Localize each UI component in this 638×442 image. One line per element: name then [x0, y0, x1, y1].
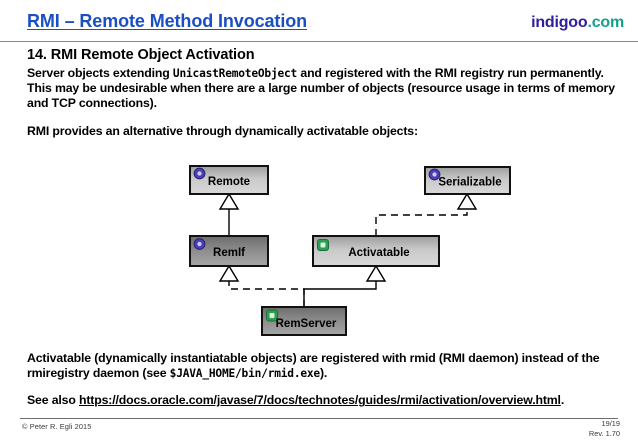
edge-remif-remote	[218, 192, 240, 236]
uml-class-diagram: Remote Serializable RemIf Activatable	[0, 158, 638, 348]
oracle-activation-docs-link[interactable]: https://docs.oracle.com/javase/7/docs/te…	[78, 393, 561, 408]
paragraph-5-prefix: See also	[27, 393, 79, 408]
uml-node-remserver[interactable]: RemServer	[261, 306, 347, 336]
code-java-home-rmid: $JAVA_HOME/bin/rmid.exe	[169, 367, 321, 381]
footer-page-number: 19/19	[601, 419, 621, 428]
paragraph-5: See also https://docs.oracle.com/javase/…	[27, 393, 619, 408]
uml-node-remserver-label: RemServer	[276, 318, 337, 330]
uml-node-remote[interactable]: Remote	[189, 165, 269, 195]
spacer-2	[27, 381, 619, 393]
paragraph-3: RMI provides an alternative through dyna…	[27, 123, 418, 138]
paragraph-1-text-b: and registered with the RMI registry run…	[297, 66, 604, 80]
brand-tld: com	[591, 14, 625, 31]
edge-activatable-serializable	[375, 192, 478, 236]
footer-revision: Rev. 1.70	[588, 428, 620, 438]
edge-remserver-remif	[218, 264, 305, 307]
brand-dot: .	[587, 14, 592, 31]
paragraph-2: This may be undesirable when there are a…	[27, 81, 615, 111]
slide-body-lower: Activatable (dynamically instantiatable …	[27, 351, 619, 409]
uml-node-activatable[interactable]: Activatable	[312, 235, 440, 267]
paragraph-1-text-a: Server objects extending	[27, 66, 173, 80]
footer-copyright: © Peter R. Egli 2015	[22, 422, 92, 431]
paragraph-1: Server objects extending UnicastRemoteOb…	[27, 66, 619, 81]
footer-meta: 19/19 Rev. 1.70	[589, 419, 620, 438]
page-title: RMI – Remote Method Invocation	[27, 11, 308, 31]
uml-node-serializable-label: Serializable	[438, 177, 501, 189]
paragraph-5-suffix: .	[560, 393, 565, 408]
paragraph-4-text-b: ).	[319, 366, 328, 381]
section-title: 14. RMI Remote Object Activation	[27, 47, 255, 63]
uml-node-activatable-label: Activatable	[348, 247, 409, 259]
brand-name: indigoo	[531, 14, 588, 31]
uml-node-serializable[interactable]: Serializable	[424, 166, 511, 195]
paragraph-4: Activatable (dynamically instantiatable …	[27, 351, 619, 381]
footer-divider	[20, 418, 618, 419]
paragraph-4-text-a: Activatable (dynamically instantiatable …	[27, 351, 600, 381]
edge-remserver-activatable	[303, 264, 387, 307]
slide-body-upper: 14. RMI Remote Object Activation Server …	[27, 47, 619, 139]
uml-node-remif-label: RemIf	[213, 247, 245, 259]
code-unicast-remote-object: UnicastRemoteObject	[172, 67, 298, 80]
uml-node-remif[interactable]: RemIf	[189, 235, 269, 267]
header-divider	[0, 41, 638, 42]
uml-node-remote-label: Remote	[208, 176, 250, 188]
slide-header: RMI – Remote Method Invocation indigoo.c…	[0, 0, 638, 40]
brand-logo: indigoo.com	[531, 14, 624, 32]
spacer-1	[27, 112, 619, 124]
